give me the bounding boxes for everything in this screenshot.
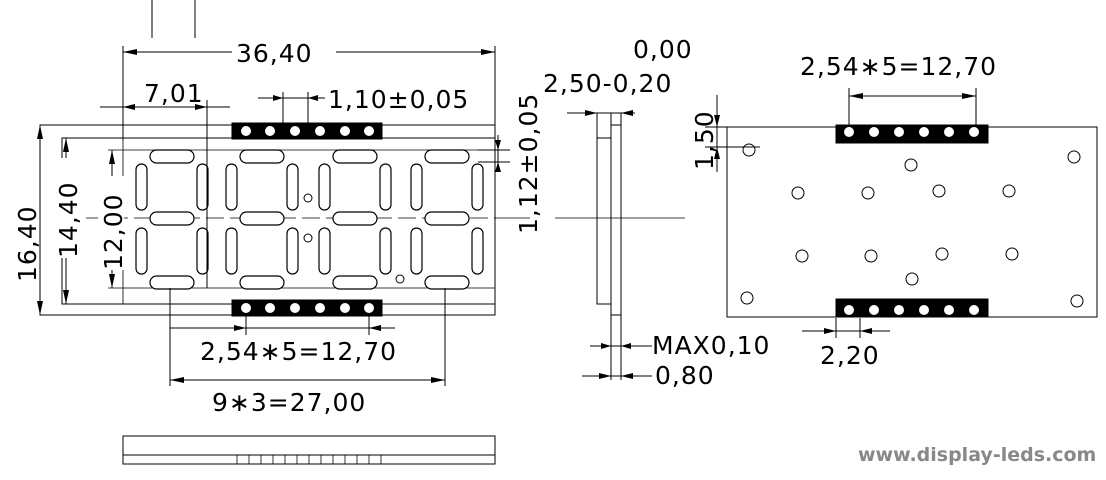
segment — [471, 163, 484, 211]
decimal-point — [395, 274, 405, 284]
segment — [332, 149, 378, 164]
dim-pin-pitch-back: 2,54∗5=12,70 — [800, 52, 997, 81]
segment — [424, 275, 470, 290]
dim-thickness-tol: 2,50-0,20 — [543, 69, 672, 98]
back-holes — [740, 143, 1084, 308]
back-bottom-pins — [835, 298, 989, 318]
segment — [149, 275, 195, 290]
bottom-view — [122, 435, 496, 465]
segment — [410, 227, 423, 275]
segment — [135, 227, 148, 275]
segment — [318, 163, 331, 211]
dim-height-digit: 12,00 — [99, 193, 128, 270]
dim-pin-width: 1,10±0,05 — [328, 85, 469, 114]
segment — [135, 163, 148, 211]
segment — [286, 163, 299, 211]
digit-3 — [318, 149, 392, 290]
segment — [471, 227, 484, 275]
digit-2 — [225, 149, 299, 290]
segment — [196, 163, 209, 211]
segment — [286, 227, 299, 275]
front-view — [39, 122, 496, 317]
segment — [318, 227, 331, 275]
watermark-text: www.display-leds.com — [858, 444, 1096, 466]
segment — [239, 275, 285, 290]
segment — [332, 211, 378, 226]
segment — [225, 163, 238, 211]
side-view: 0,00 2,50-0,20 MAX0,10 0,80 — [543, 35, 770, 390]
front-bottom-pins — [231, 299, 383, 317]
segment — [196, 227, 209, 275]
dim-pin-thickness: 0,80 — [655, 361, 715, 390]
back-top-pins — [835, 124, 989, 144]
dim-segment-tol: 1,12±0,05 — [514, 93, 543, 234]
segment — [424, 149, 470, 164]
segment — [379, 227, 392, 275]
segment — [239, 211, 285, 226]
dim-digit-width: 7,01 — [144, 79, 204, 108]
segment — [332, 275, 378, 290]
dim-back-offset: 1,50 — [690, 110, 719, 170]
segment — [379, 163, 392, 211]
segment — [149, 149, 195, 164]
dim-total-width: 36,40 — [236, 39, 313, 68]
dim-pad-width: 2,20 — [820, 341, 880, 370]
segment — [239, 149, 285, 164]
segment — [149, 211, 195, 226]
colon-dot-top — [303, 193, 313, 203]
dim-height-total: 16,40 — [13, 205, 42, 282]
colon-dot-bottom — [303, 233, 313, 243]
dim-pin-pitch-front: 2,54∗5=12,70 — [200, 337, 397, 366]
digit-4 — [410, 149, 484, 290]
back-view: 2,54∗5=12,70 1,50 2,20 — [690, 52, 1098, 370]
dim-height-body: 14,40 — [54, 181, 83, 258]
digit-1 — [135, 149, 209, 290]
dim-max-gap: MAX0,10 — [652, 331, 770, 360]
front-top-pins — [231, 122, 383, 140]
dim-pitch-top: 0,00 — [633, 35, 693, 64]
segment — [410, 163, 423, 211]
segment — [225, 227, 238, 275]
segment — [424, 211, 470, 226]
seven-segment-digits — [135, 149, 484, 290]
dim-digit-pitch: 9∗3=27,00 — [212, 388, 366, 417]
